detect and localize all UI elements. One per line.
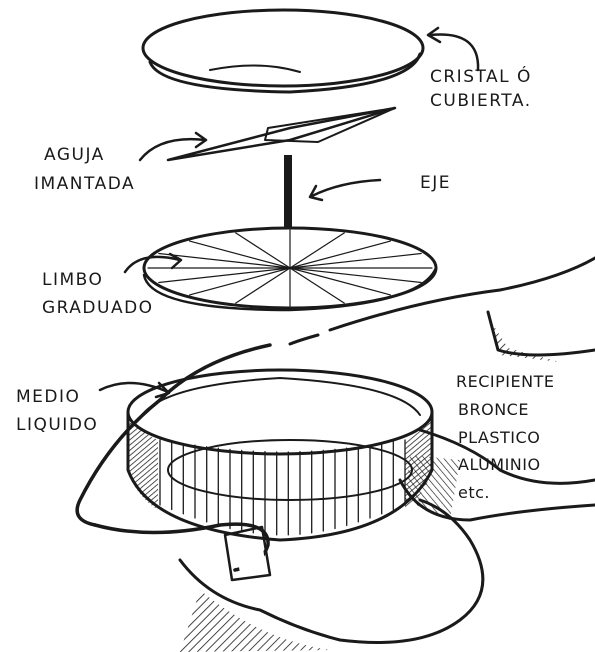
label-recipiente-line1: RECIPIENTE <box>456 372 554 391</box>
arrow-medio <box>100 383 169 397</box>
label-recipiente-line3: PLASTICO <box>458 428 540 447</box>
label-eje-text: EJE <box>420 173 451 193</box>
magnetic-needle <box>168 108 395 160</box>
dial-spoke <box>190 268 290 295</box>
label-medio-line2: LIQUIDO <box>16 415 98 435</box>
label-aguja: AGUJA IMANTADA <box>34 145 135 194</box>
label-limbo: LIMBO GRADUADO <box>42 270 154 318</box>
label-limbo-line1: LIMBO <box>42 270 103 290</box>
dial-spoke <box>290 241 390 268</box>
label-cristal-line2: CUBIERTA. <box>430 91 532 111</box>
label-cristal: CRISTAL Ó CUBIERTA. <box>430 65 532 111</box>
label-medio: MEDIO LIQUIDO <box>16 387 98 435</box>
container-bowl <box>128 370 432 540</box>
arrow-eje <box>310 180 380 200</box>
arrow-limbo <box>125 254 181 272</box>
label-limbo-line2: GRADUADO <box>42 298 154 318</box>
dial-spoke <box>190 241 290 268</box>
label-recipiente-line4: ALUMINIO <box>458 455 541 474</box>
label-cristal-line1: CRISTAL Ó <box>430 65 532 87</box>
label-eje: EJE <box>420 173 451 193</box>
label-aguja-line2: IMANTADA <box>34 174 135 194</box>
axis-pin <box>284 155 292 227</box>
graduated-dial <box>144 228 436 310</box>
label-aguja-line1: AGUJA <box>44 145 105 165</box>
dial-spoke <box>290 268 390 295</box>
label-medio-line1: MEDIO <box>16 387 80 407</box>
arrow-cristal <box>428 28 478 70</box>
crystal-cover <box>143 10 423 92</box>
label-recipiente-line2: BRONCE <box>458 400 529 419</box>
label-recipiente-line5: etc. <box>458 483 490 502</box>
